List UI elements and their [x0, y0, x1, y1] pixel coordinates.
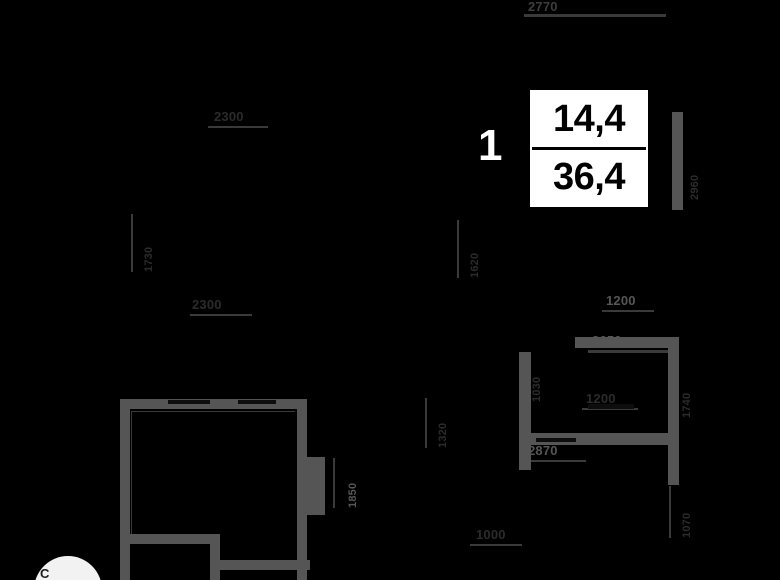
dimension-line-bottom-band — [524, 460, 586, 462]
wall-room-right-upper — [297, 399, 307, 465]
door-opening-bottom-band — [536, 438, 576, 442]
dimension-bottom-band: 2870 — [528, 443, 558, 458]
dimension-line-top — [524, 14, 666, 17]
wall-room-right-lower — [297, 512, 307, 580]
wall-right-stub-lower — [668, 445, 679, 485]
door-opening-room-top-a — [168, 400, 210, 404]
wall-center-stub-lower — [519, 444, 531, 470]
total-area-value: 36,4 — [532, 150, 646, 205]
dimension-center-room-vertical: 1850 — [347, 482, 359, 508]
dimension-right-mid-vertical: 1740 — [681, 392, 693, 418]
dimension-line-right-band — [588, 350, 676, 353]
wall-bottom-horizontal — [519, 433, 679, 445]
dimension-right-upper: 1200 — [606, 293, 636, 308]
wall-center-vertical — [519, 352, 531, 444]
dimension-inner-top: 2300 — [192, 297, 222, 312]
compass-label: C — [40, 566, 50, 580]
dimension-line-right-lower-vertical — [669, 486, 671, 538]
apartment-number: 1 — [478, 121, 503, 170]
dimension-left-mid-vertical: 1320 — [437, 422, 449, 448]
wall-room-right-bay — [297, 457, 325, 515]
dimension-right-lower-vertical: 1070 — [681, 512, 693, 538]
wall-right-vertical — [668, 337, 679, 445]
dimension-line-right-inner — [582, 408, 638, 410]
dimension-top-room: 2300 — [214, 109, 244, 124]
wall-room-inner-left-line — [131, 411, 132, 534]
dimension-right-vertical: 2960 — [689, 174, 701, 200]
wall-room-inner-top-line — [131, 411, 295, 412]
wall-room-bottom-right — [210, 560, 310, 570]
dimension-bottom-center: 1000 — [476, 527, 506, 542]
dimension-line-left-vertical — [131, 214, 133, 272]
wall-room-bottom-step — [210, 534, 220, 580]
door-opening-right-inner — [588, 404, 634, 409]
dimension-top-edge: 2770 — [528, 0, 558, 14]
dimension-right-inner: 1200 — [586, 391, 616, 406]
door-opening-room-top-b — [238, 400, 276, 404]
dimension-line-bottom-center — [470, 544, 522, 546]
dimension-line-right-upper — [602, 310, 654, 312]
wall-room-top — [120, 399, 307, 409]
living-area-value: 14,4 — [532, 92, 646, 150]
dimension-line-top-room — [208, 126, 268, 128]
wall-room-left — [120, 399, 130, 580]
dimension-left-vertical: 1730 — [143, 246, 155, 272]
dimension-mid-vertical-left: 1030 — [531, 376, 543, 402]
wall-room-bottom-left — [120, 534, 220, 544]
dimension-line-center-vertical — [457, 220, 459, 278]
dimension-line-center-room-vertical — [333, 458, 335, 508]
wall-upper-right-vertical — [672, 112, 683, 210]
dimension-line-inner-top — [190, 314, 252, 316]
dimension-line-left-mid-vertical — [425, 398, 427, 448]
wall-right-top-horizontal — [575, 337, 679, 348]
dimension-center-vertical: 1620 — [469, 252, 481, 278]
area-callout-box: 14,4 36,4 — [530, 90, 648, 207]
